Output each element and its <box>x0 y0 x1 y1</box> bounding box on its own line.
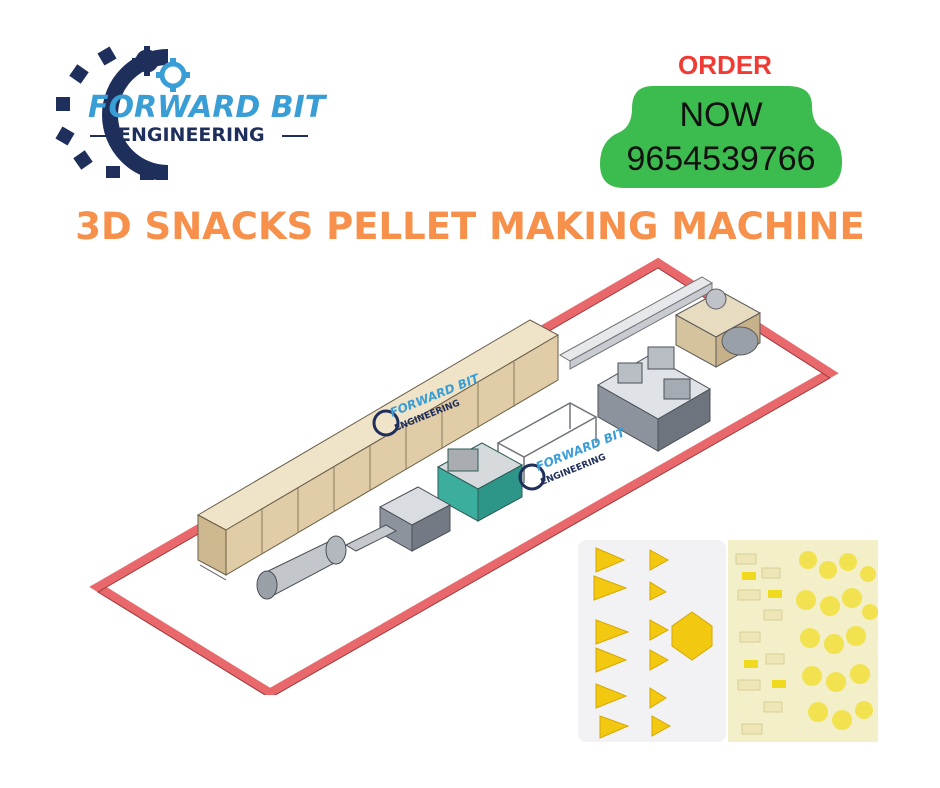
triangle-pellets-photo <box>578 540 726 742</box>
logo-divider <box>282 135 308 137</box>
logo-text-primary: FORWARD BIT <box>88 90 326 125</box>
long-dryer <box>196 319 560 581</box>
extruder-unit <box>596 346 712 452</box>
phone-number[interactable]: 9654539766 <box>626 140 816 178</box>
mixer-machine <box>674 288 762 368</box>
small-gear-icon <box>132 46 162 76</box>
sheeter-machine <box>344 486 452 552</box>
gear-icon <box>55 46 169 180</box>
company-logo <box>55 46 190 180</box>
machine-layout-drawing: FORWARD BIT ENGINEERING FORWARD BIT ENGI… <box>90 257 839 695</box>
watermark-logo: FORWARD BIT ENGINEERING <box>518 425 628 491</box>
mixed-pellets-photo <box>728 540 878 742</box>
small-gear-icon <box>156 58 190 92</box>
logo-text-secondary: ENGINEERING <box>118 124 265 146</box>
order-badge <box>600 86 842 188</box>
page-title: 3D SNACKS PELLET MAKING MACHINE <box>75 205 865 248</box>
cutting-machine <box>436 442 524 522</box>
order-label: ORDER <box>678 50 772 80</box>
order-now-text: NOW <box>679 96 763 134</box>
logo-divider <box>90 135 114 137</box>
rotary-drum <box>256 535 347 600</box>
